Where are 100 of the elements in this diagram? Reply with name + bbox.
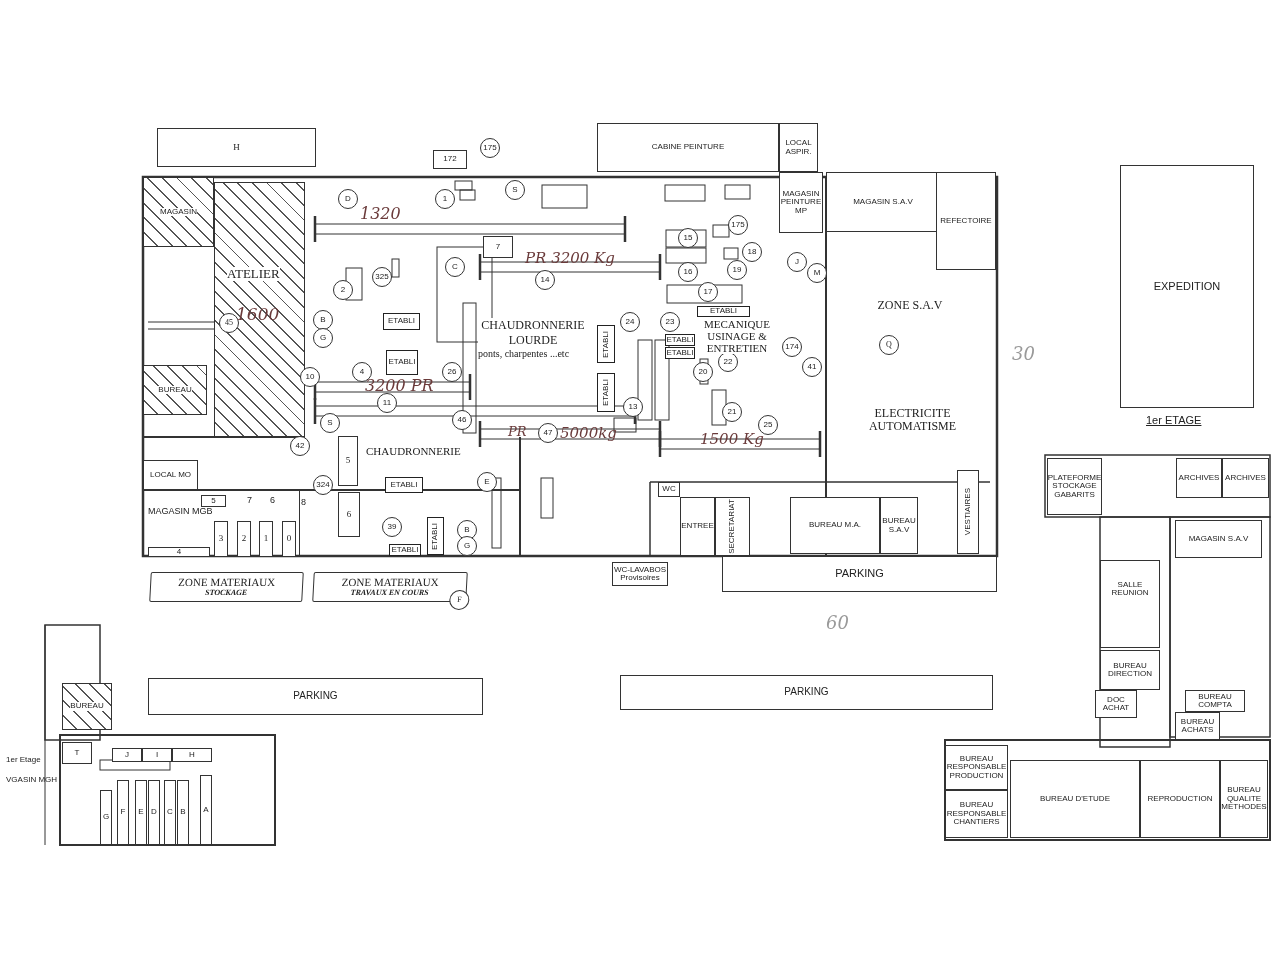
item-number: A (203, 805, 209, 815)
workbench (427, 517, 444, 555)
room-name: TRAVAUX EN COURS (350, 588, 429, 597)
callout-number (290, 436, 310, 456)
callout-number (445, 257, 465, 277)
callout-number (623, 397, 643, 417)
numbered-box (148, 547, 210, 557)
room-name: BUREAU ACHATS (1179, 717, 1216, 735)
workbench (597, 373, 615, 412)
callout-number (372, 267, 392, 287)
item-number: 172 (443, 155, 457, 164)
callout-text: 46 (457, 415, 467, 425)
room (1176, 458, 1222, 498)
callout-text: 325 (375, 272, 389, 282)
room-name: ZONE S.A.V (876, 298, 944, 312)
callout-text: G (463, 541, 471, 551)
callout-text: F (456, 595, 462, 605)
item-number: 0 (286, 534, 292, 544)
callout-number (538, 423, 558, 443)
room-name: MAGASIN PEINTURE MP (780, 189, 822, 216)
room-name: ENTREE (681, 522, 714, 531)
item-number: 7 (495, 242, 501, 252)
room-name: PARKING (293, 691, 338, 702)
numbered-box (100, 790, 112, 845)
item-number: 7 (247, 495, 252, 505)
item-number: C (167, 808, 173, 817)
callout-text: G (319, 333, 327, 343)
callout-text: 21 (727, 407, 737, 417)
room-name: WC (662, 485, 676, 494)
room-name: LOCAL MO (149, 470, 191, 480)
callout-number (787, 252, 807, 272)
callout-number (879, 335, 899, 355)
room (957, 470, 979, 554)
item-number: 2 (241, 534, 247, 544)
hatched-room (143, 177, 214, 247)
item-number: H (189, 750, 195, 760)
room (880, 497, 918, 554)
workbench-label: ETABLI (388, 358, 416, 367)
room-name: BUREAU DIRECTION (1107, 661, 1153, 679)
callout-number (382, 517, 402, 537)
callout-text: B (320, 315, 326, 325)
callout-number (758, 415, 778, 435)
workbench-label: ETABLI (710, 307, 737, 316)
callout-text: 17 (703, 287, 713, 297)
workbench-label: ETABLI (388, 317, 415, 326)
callout-number (678, 228, 698, 248)
callout-number (442, 362, 462, 382)
callout-text: 22 (723, 357, 733, 367)
callout-number (377, 393, 397, 413)
item-number: B (180, 808, 186, 817)
room-name: PLATEFORME STOCKAGE GABARITS (1047, 473, 1102, 500)
room (1140, 760, 1220, 838)
callout-text: 174 (785, 342, 799, 352)
room (715, 497, 750, 556)
room (1100, 560, 1160, 648)
item-number: 8 (301, 497, 306, 507)
room-name: BUREAU QUALITE METHODES (1221, 786, 1267, 812)
room-name: VESTIAIRES (963, 488, 973, 536)
callout-text: 19 (732, 265, 742, 275)
numbered-box (282, 521, 296, 557)
room (790, 497, 880, 554)
room (779, 123, 818, 172)
callout-text: 45 (225, 318, 233, 328)
item-number: D (151, 808, 157, 817)
numbered-box (259, 521, 273, 557)
item-number: 4 (176, 547, 182, 557)
callout-number (718, 352, 738, 372)
workbench (697, 306, 750, 317)
callout-number (480, 138, 500, 158)
numbered-box (172, 748, 212, 762)
callout-text: 24 (625, 317, 635, 327)
room-name: REPRODUCTION (1147, 794, 1213, 804)
numbered-box (142, 748, 172, 762)
numbered-box (214, 521, 228, 557)
item-number: F (120, 808, 126, 817)
room (1175, 712, 1220, 740)
callout-text: 11 (382, 398, 392, 408)
numbered-box (338, 436, 358, 486)
room-name: MAGASIN (160, 207, 197, 217)
room-name: ELECTRICITE AUTOMATISME (867, 407, 958, 433)
room (597, 123, 779, 172)
item-number: 5 (211, 496, 216, 506)
room-name: ARCHIVES (1225, 473, 1266, 483)
callout-number (320, 413, 340, 433)
callout-text: 39 (387, 522, 397, 532)
callout-text: Q (886, 340, 892, 350)
callout-number (802, 357, 822, 377)
callout-number (313, 475, 333, 495)
room-name: DOC ACHAT (1101, 695, 1131, 713)
workbench (383, 313, 420, 330)
room-name: MAGASIN S.A.V (853, 197, 913, 207)
callout-number (457, 536, 477, 556)
item-number: 6 (346, 509, 352, 520)
room-name: BUREAU (158, 385, 192, 395)
room (1095, 690, 1137, 718)
item-number: G (102, 813, 110, 822)
callout-text: B (464, 525, 470, 535)
material-zone (149, 572, 304, 602)
callout-text: 41 (807, 362, 817, 372)
room (779, 172, 823, 233)
